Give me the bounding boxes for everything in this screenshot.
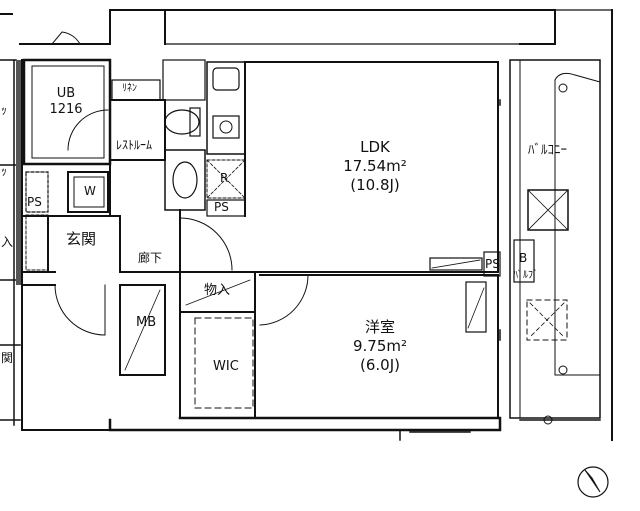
north-arrow-needle xyxy=(584,469,601,493)
balcony-inner-wall xyxy=(519,59,601,419)
wic-door-arc xyxy=(259,274,309,326)
ldk-walls xyxy=(244,61,499,273)
storage-label: 物入 xyxy=(204,283,231,298)
western-room-label: 洋室 9.75m² (6.0J) xyxy=(340,318,420,374)
ps-right-label: PS xyxy=(485,257,500,271)
western-room-area: 9.75m² xyxy=(352,336,408,355)
aircon-outdoor xyxy=(527,189,569,231)
corridor-walls xyxy=(119,209,181,376)
balcony-drain xyxy=(526,299,568,341)
left-partial-label-4: 関 xyxy=(1,351,14,365)
left-partial-label-1: ｯ xyxy=(1,103,8,117)
balcony-corner-post xyxy=(558,83,568,93)
wic-shelf xyxy=(194,317,254,409)
corridor-label: 廊下 xyxy=(138,251,163,265)
ldk-jo: (10.8J) xyxy=(350,175,400,194)
left-hatch-wall xyxy=(16,60,22,285)
western-closet xyxy=(465,281,487,333)
ub-room xyxy=(22,58,112,166)
ps-left-box xyxy=(25,171,49,213)
fridge-cross xyxy=(206,159,246,199)
ub-size: 1216 xyxy=(49,102,83,118)
unit-bottom-wall xyxy=(108,416,502,432)
ub-inner xyxy=(31,65,105,159)
restroom-label: ﾚｽﾄﾙｰﾑ xyxy=(116,138,153,152)
balcony-label: ﾊﾞﾙｺﾆｰ xyxy=(528,143,567,158)
b-valve-sub-label: ﾊﾞﾙﾌﾞ xyxy=(513,270,538,281)
washbasin-counter xyxy=(164,149,206,211)
toilet xyxy=(164,109,200,135)
balcony-parapet xyxy=(554,72,601,83)
western-room-jo: (6.0J) xyxy=(360,355,400,374)
cabinet-top xyxy=(162,59,206,101)
mb-label: MB xyxy=(136,315,157,330)
washer-label: W xyxy=(84,184,96,198)
linen-label: ﾘﾈﾝ xyxy=(122,83,137,94)
top-wall xyxy=(0,9,556,45)
ub-name: UB xyxy=(56,86,76,101)
toilet-tank xyxy=(189,107,201,137)
ub-entry-arc xyxy=(50,31,81,45)
washer-pan xyxy=(67,171,109,213)
western-room-walls xyxy=(259,274,499,419)
storage-walls xyxy=(179,271,256,419)
ps-left-label: PS xyxy=(27,195,42,209)
ub-label: UB 1216 xyxy=(40,86,92,119)
storage-line xyxy=(185,279,251,306)
stove-burner xyxy=(219,120,233,134)
ldk-heater xyxy=(429,257,483,271)
bottom-detail xyxy=(399,419,601,441)
balcony-post-bottom xyxy=(558,365,568,375)
ldk-label: LDK 17.54m² (10.8J) xyxy=(330,138,420,194)
washer-inner xyxy=(73,176,105,208)
ps-kitchen-label: PS xyxy=(214,200,229,214)
western-closet-line xyxy=(467,287,485,329)
entrance-walls xyxy=(21,215,121,273)
ldk-area: 17.54m² xyxy=(343,156,407,175)
kitchen-sink xyxy=(212,67,240,91)
b-valve-label: B xyxy=(519,251,528,265)
restroom-walls xyxy=(109,99,166,216)
unit-left-wall xyxy=(21,59,111,431)
washbasin xyxy=(172,161,198,199)
left-neighbor-walls xyxy=(0,59,21,426)
aircon-x xyxy=(527,189,569,231)
left-partial-label-2: ｯ xyxy=(1,164,8,178)
balcony-area xyxy=(509,59,601,419)
balcony-drain-x xyxy=(529,302,565,338)
ldk-name: LDK xyxy=(360,138,390,156)
b-valve-box xyxy=(513,239,535,283)
western-room-name: 洋室 xyxy=(364,318,395,336)
wic-label: WIC xyxy=(213,359,239,374)
corridor-door-arc xyxy=(179,217,233,271)
left-cabinet xyxy=(25,214,49,271)
left-partial-label-3: 入 xyxy=(1,235,14,249)
entrance-door-arc xyxy=(54,284,106,336)
top-band xyxy=(164,9,613,45)
ub-door xyxy=(67,109,109,151)
entrance-label: 玄関 xyxy=(66,230,97,248)
ldk-heater-line xyxy=(431,259,481,269)
mb-diagonal xyxy=(124,289,161,371)
kitchen-stove xyxy=(212,115,240,139)
north-arrow-icon xyxy=(577,466,609,498)
fridge-label: R xyxy=(220,171,229,185)
